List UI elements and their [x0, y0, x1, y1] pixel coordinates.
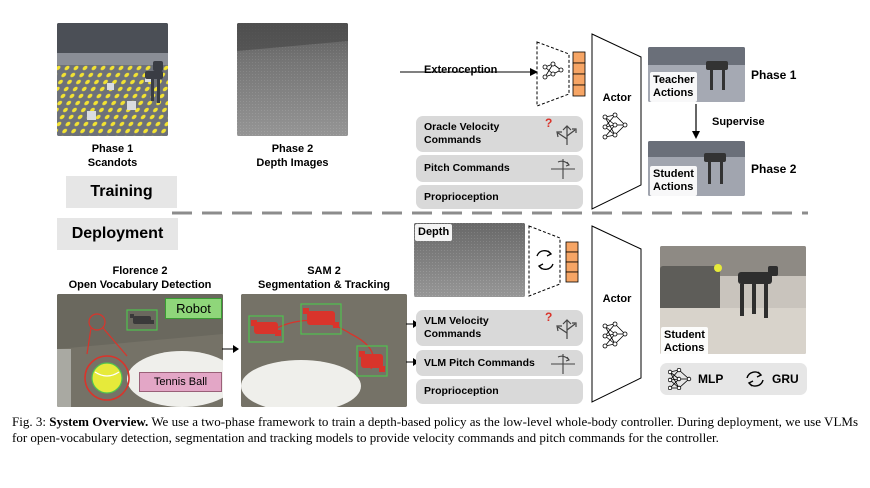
caption-title: System Overview. [49, 414, 149, 429]
student-line1-training: Student [653, 168, 694, 180]
exteroception-arrow [400, 68, 538, 76]
vlm-velocity-commands: VLM Velocity Commands ? [416, 310, 583, 346]
phase2-title: Phase 2 [271, 143, 314, 155]
vlm-velocity-line1: VLM Velocity [424, 315, 489, 327]
question-mark: ? [545, 116, 553, 130]
gru-arrows-icon [536, 250, 554, 270]
caption-prefix: Fig. 3: [12, 414, 50, 429]
florence-caption: Florence 2 Open Vocabulary Detection [57, 264, 223, 292]
legend: MLP GRU [660, 363, 807, 395]
sam-title: SAM 2 [307, 265, 341, 277]
sam-caption: SAM 2 Segmentation & Tracking [241, 264, 407, 292]
mlp-label: MLP [698, 372, 724, 386]
supervise-arrow [692, 104, 700, 139]
proprioception-deployment: Proprioception [416, 379, 583, 404]
training-section-label: Training [66, 176, 177, 208]
oracle-velocity-line1: Oracle Velocity [424, 121, 500, 133]
student-actions-label-deploy: Student Actions [661, 327, 708, 357]
encoder-net-icon [542, 61, 564, 80]
vlm-pitch-commands: VLM Pitch Commands [416, 350, 583, 376]
sam-subtitle: Segmentation & Tracking [257, 279, 391, 291]
tennis-ball-tag: Tennis Ball [139, 372, 222, 392]
student-line2-training: Actions [653, 181, 694, 193]
training-encoder [536, 41, 586, 107]
phase1-subtitle: Scandots [87, 157, 138, 169]
pitch-icon [551, 354, 575, 374]
sam-tracking-image [241, 294, 407, 407]
florence-to-sam-arrow [222, 345, 239, 353]
student-actions-label-training: Student Actions [650, 166, 697, 196]
scandots-image [57, 23, 168, 136]
actor-net-icon-deploy [602, 321, 628, 349]
depth-label: Depth [415, 224, 453, 241]
exteroception-label: Exteroception [424, 64, 498, 76]
phase1-caption: Phase 1 Scandots [57, 142, 168, 170]
training-actor-label: Actor [602, 92, 632, 104]
deployment-actor-label: Actor [602, 293, 632, 305]
velocity-arrows-icon [556, 319, 577, 339]
pitch-commands: Pitch Commands [416, 155, 583, 182]
florence-subtitle: Open Vocabulary Detection [68, 279, 212, 291]
figure-caption: Fig. 3: System Overview. We use a two-ph… [12, 414, 858, 446]
proprioception-training-label: Proprioception [424, 190, 499, 203]
scandots-illustration [57, 23, 168, 136]
neural-net-icon [668, 368, 692, 390]
phase2-caption: Phase 2 Depth Images [237, 142, 348, 170]
phase2-right-label: Phase 2 [751, 162, 797, 176]
section-divider [172, 211, 808, 215]
oracle-velocity-line2: Commands [424, 134, 482, 146]
deployment-encoder [528, 225, 579, 297]
depth-texture [237, 23, 348, 136]
phase2-subtitle: Depth Images [256, 157, 329, 169]
caption-body: We use a two-phase framework to train a … [12, 414, 859, 445]
phase1-title: Phase 1 [91, 143, 134, 155]
proprioception-deployment-label: Proprioception [424, 385, 499, 397]
vlm-velocity-line2: Commands [424, 328, 482, 340]
phase1-right-label: Phase 1 [751, 68, 797, 82]
training-actor-block [591, 33, 642, 210]
vlm-pitch-commands-label: VLM Pitch Commands [424, 356, 535, 369]
teacher-line1: Teacher [653, 74, 695, 86]
question-mark-deploy: ? [545, 310, 553, 324]
depth-image-training [237, 23, 348, 136]
teacher-actions-label: Teacher Actions [650, 72, 698, 102]
student-line1-deploy: Student [664, 329, 705, 341]
tracking-illustration [241, 294, 407, 407]
teacher-line2: Actions [653, 87, 694, 99]
oracle-velocity-commands: Oracle Velocity Commands ? [416, 116, 583, 152]
supervise-label: Supervise [712, 116, 765, 128]
velocity-arrows-icon [556, 125, 577, 145]
proprioception-training: Proprioception [416, 185, 583, 209]
gru-label: GRU [772, 372, 799, 386]
actor-net-icon [602, 112, 628, 140]
deployment-actor-block [591, 225, 642, 403]
robot-tag: Robot [165, 298, 222, 319]
florence-title: Florence 2 [112, 265, 168, 277]
pitch-icon [551, 159, 575, 179]
recurrent-arrows-icon [746, 371, 764, 387]
pitch-commands-label: Pitch Commands [424, 162, 510, 174]
deployment-section-label: Deployment [57, 218, 178, 250]
student-line2-deploy: Actions [664, 342, 705, 354]
